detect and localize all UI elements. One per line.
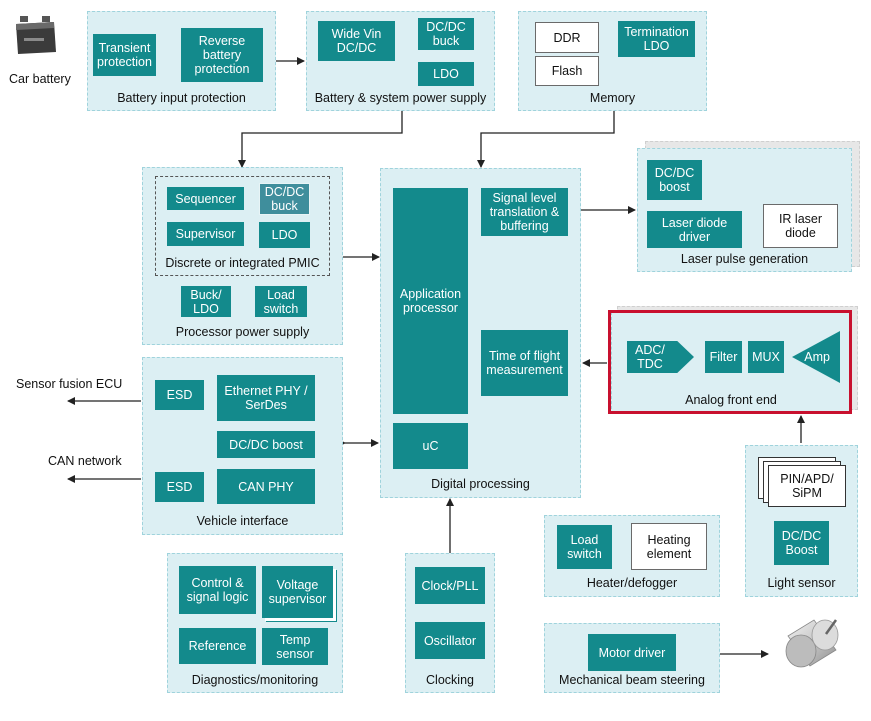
can-phy-block[interactable]: CAN PHY: [217, 469, 315, 504]
supervisor-block[interactable]: Supervisor: [167, 222, 244, 246]
heater-load-switch-block[interactable]: Load switch: [557, 525, 612, 569]
car-battery-label: Car battery: [9, 72, 71, 86]
wide-vin-dcdc-block[interactable]: Wide Vin DC/DC: [318, 21, 395, 61]
reference-block[interactable]: Reference: [179, 628, 256, 664]
clocking-title: Clocking: [426, 673, 474, 687]
temp-sensor-block[interactable]: Temp sensor: [262, 628, 328, 665]
light-dcdc-boost-block[interactable]: DC/DC Boost: [774, 521, 829, 565]
digital-processing-title: Digital processing: [431, 477, 530, 491]
diagnostics-title: Diagnostics/monitoring: [191, 673, 319, 687]
can-network-label: CAN network: [48, 454, 122, 468]
analog-front-end-title: Analog front end: [685, 393, 777, 407]
pmic-ldo-block[interactable]: LDO: [259, 222, 310, 248]
memory-title: Memory: [589, 91, 636, 105]
vehicle-interface-title: Vehicle interface: [196, 514, 289, 528]
buck-ldo-block[interactable]: Buck/ LDO: [181, 286, 231, 317]
transient-protection-block[interactable]: Transient protection: [93, 34, 156, 76]
heating-element-block[interactable]: Heating element: [631, 523, 707, 570]
arrow-memory-to-digital: [477, 104, 618, 168]
voltage-supervisor-block[interactable]: Voltage supervisor: [262, 566, 333, 618]
time-of-flight-block[interactable]: Time of flight measurement: [481, 330, 568, 396]
pmic-dashed-box: [155, 176, 330, 276]
oscillator-block[interactable]: Oscillator: [415, 622, 485, 659]
sensor-fusion-ecu-label: Sensor fusion ECU: [16, 377, 123, 391]
filter-block[interactable]: Filter: [705, 341, 742, 373]
mechanical-beam-steering-title: Mechanical beam steering: [559, 673, 705, 687]
system-power-supply-title: Battery & system power supply: [314, 91, 487, 105]
heater-defogger-title: Heater/defogger: [586, 576, 678, 590]
ldo-block[interactable]: LDO: [418, 62, 474, 86]
mux-block[interactable]: MUX: [748, 341, 784, 373]
ethernet-phy-block[interactable]: Ethernet PHY / SerDes: [217, 375, 315, 421]
motor-driver-block[interactable]: Motor driver: [588, 634, 676, 671]
laser-pulse-generation-title: Laser pulse generation: [680, 252, 809, 266]
esd-block-2[interactable]: ESD: [155, 472, 204, 502]
pin-apd-sipm-block[interactable]: PIN/APD/ SiPM: [768, 465, 846, 507]
laser-diode-driver-block[interactable]: Laser diode driver: [647, 211, 742, 248]
dcdc-buck-block[interactable]: DC/DC buck: [418, 18, 474, 50]
sequencer-block[interactable]: Sequencer: [167, 187, 244, 210]
laser-dcdc-boost-block[interactable]: DC/DC boost: [647, 160, 702, 200]
uc-block[interactable]: uC: [393, 423, 468, 469]
arrow-supply-to-procpower: [238, 104, 406, 168]
analog-front-end-highlight: [608, 310, 852, 414]
ddr-block[interactable]: DDR: [535, 22, 599, 53]
pmic-label: Discrete or integrated PMIC: [165, 256, 320, 270]
control-signal-logic-block[interactable]: Control & signal logic: [179, 566, 256, 614]
flash-block[interactable]: Flash: [535, 56, 599, 86]
processor-power-supply-title: Processor power supply: [175, 325, 310, 339]
load-switch-block[interactable]: Load switch: [255, 286, 307, 317]
battery-input-protection-title: Battery input protection: [117, 91, 246, 105]
motor-icon: [785, 619, 839, 668]
ir-laser-diode-block[interactable]: IR laser diode: [763, 204, 838, 248]
reverse-battery-protection-block[interactable]: Reverse battery protection: [181, 28, 263, 82]
pmic-dcdc-buck-block[interactable]: DC/DC buck: [259, 183, 310, 215]
signal-level-translation-block[interactable]: Signal level translation & buffering: [481, 188, 568, 236]
vehicle-dcdc-boost-block[interactable]: DC/DC boost: [217, 431, 315, 458]
clock-pll-block[interactable]: Clock/PLL: [415, 567, 485, 604]
adc-tdc-block[interactable]: ADC/ TDC: [627, 341, 694, 373]
light-sensor-title: Light sensor: [767, 576, 836, 590]
car-battery-icon: [16, 16, 56, 54]
application-processor-block[interactable]: Application processor: [393, 188, 468, 414]
termination-ldo-block[interactable]: Termination LDO: [618, 21, 695, 57]
esd-block-1[interactable]: ESD: [155, 380, 204, 410]
